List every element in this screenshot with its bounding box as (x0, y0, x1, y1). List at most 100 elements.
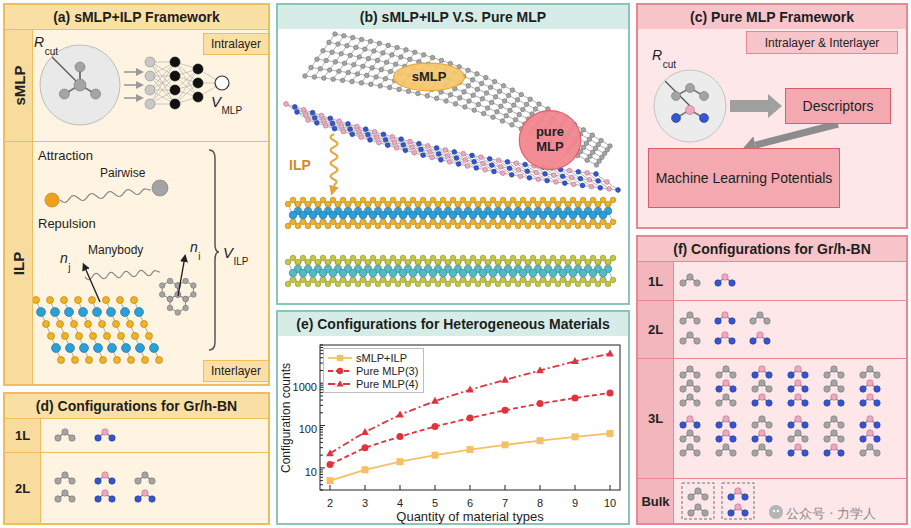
mos2-slab-part (71, 321, 78, 328)
configuration-icons (55, 429, 155, 502)
mos2-layer-part (440, 197, 446, 203)
hbn-sheet-part (571, 182, 576, 187)
tmd-layer-part (415, 259, 421, 265)
brace-part (209, 150, 219, 350)
mos2-layer-part (305, 223, 311, 229)
tmd-layer-part (420, 255, 426, 261)
pairwise-interaction-part (152, 180, 168, 196)
hbn-sheet-part (427, 149, 432, 154)
tmd-layer-part (545, 281, 551, 287)
graphene-sheet-part (327, 40, 332, 45)
graphene-sheet-part (399, 55, 404, 60)
mos2-layer-part (610, 197, 616, 203)
hbn-sheet-part (410, 145, 415, 150)
hbn-sheet-part (436, 152, 441, 157)
mos2-layer-part (350, 197, 356, 203)
graphene-sheet-part (336, 42, 341, 47)
panel-ground (3, 3, 270, 386)
mos2-layer-part (489, 211, 497, 219)
configuration-icons-part (55, 496, 61, 502)
hbn-sheet-part (346, 121, 351, 126)
mos2-slab-part (113, 321, 120, 328)
mos2-slab-part (135, 308, 144, 317)
graphene-sheet-part (327, 68, 332, 73)
tmd-layer-part (555, 259, 561, 265)
hbn-sheet-part (607, 186, 612, 191)
mos2-layer-part (405, 223, 411, 229)
configuration-icons-part (55, 478, 61, 484)
mos2-layer-part (480, 197, 486, 203)
configuration-icons-part (715, 280, 721, 286)
graphene-sheet-part (519, 92, 524, 97)
tmd-layer-part (385, 259, 391, 265)
mos2-layer-part (345, 201, 351, 207)
tmd-layer-part (285, 281, 291, 287)
hbn-sheet-part (447, 160, 452, 165)
graphene-sheet-part (524, 102, 529, 107)
mos2-layer-part (330, 197, 336, 203)
mos2-slab-part (86, 357, 93, 364)
hbn-sheet-part (408, 139, 413, 144)
mos2-layer-part (555, 223, 561, 229)
hbn-sheet-part (392, 140, 397, 145)
mos2-layer-part (550, 197, 556, 203)
graphene-flake-part (159, 292, 165, 298)
hbn-sheet-part (430, 155, 435, 160)
configuration-icons-part (69, 435, 75, 441)
hbn-sheet-part (507, 166, 512, 171)
mos2-layer-part (529, 211, 537, 219)
hbn-sheet-part (339, 124, 344, 129)
graphene-flake-part (191, 292, 197, 298)
tmd-layer-part (475, 281, 481, 287)
graphene-sheet-part (484, 75, 489, 80)
graphene-sheet-part (377, 41, 382, 46)
neural-network-part (170, 99, 180, 109)
tmd-layer-part (350, 255, 356, 261)
hbn-sheet-part (463, 158, 468, 163)
configuration-icons-part (135, 478, 141, 484)
graphene-sheet-part (331, 77, 336, 82)
mos2-layer-part (285, 201, 291, 207)
graphene-sheet-part (364, 73, 369, 78)
graphene-sheet-part (379, 67, 384, 72)
tmd-layer-part (319, 269, 327, 277)
mos2-layer-part (369, 211, 377, 219)
hbn-sheet-part (312, 115, 317, 120)
graphene-sheet-part (484, 91, 489, 96)
tmd-layer-part (550, 255, 556, 261)
neural-network-part (193, 78, 203, 88)
graphene-sheet-part (350, 35, 355, 40)
mos2-slab-part (104, 333, 111, 340)
hbn-sheet-part (509, 172, 514, 177)
ilp-wave (331, 134, 338, 186)
mos2-slab-part (48, 333, 55, 340)
hbn-sheet-part (514, 161, 519, 166)
graphene-sheet-part (506, 93, 511, 98)
mos2-layer-part (600, 197, 606, 203)
mos2-layer-part (430, 197, 436, 203)
hbn-sheet-part (481, 161, 486, 166)
configuration-icons (680, 274, 880, 519)
block-arrow-part (730, 94, 782, 118)
hbn-sheet-part (337, 119, 342, 124)
tmd-layer-part (345, 281, 351, 287)
tmd-layer-part (505, 281, 511, 287)
graphene-sheet-part (492, 79, 497, 84)
graphene-flake-part (183, 296, 189, 302)
hbn-sheet-part (551, 173, 556, 178)
tmd-layer-part (330, 255, 336, 261)
tmd-layer-part (325, 281, 331, 287)
mos2-slab-part (93, 308, 102, 317)
graphene-flake-part (167, 296, 173, 302)
hbn-sheet-part (385, 143, 390, 148)
hbn-sheet-part (354, 124, 359, 129)
mos2-slab-part (127, 321, 134, 328)
graphene-sheet-part (466, 68, 471, 73)
configuration-icons-part (694, 318, 700, 324)
graphene-sheet-part (309, 65, 314, 70)
tmd-layer-part (349, 269, 357, 277)
graphene-flake-part (159, 283, 165, 289)
tmd-layer-part (325, 259, 331, 265)
hbn-sheet-part (580, 183, 585, 188)
mos2-slab-part (128, 357, 135, 364)
